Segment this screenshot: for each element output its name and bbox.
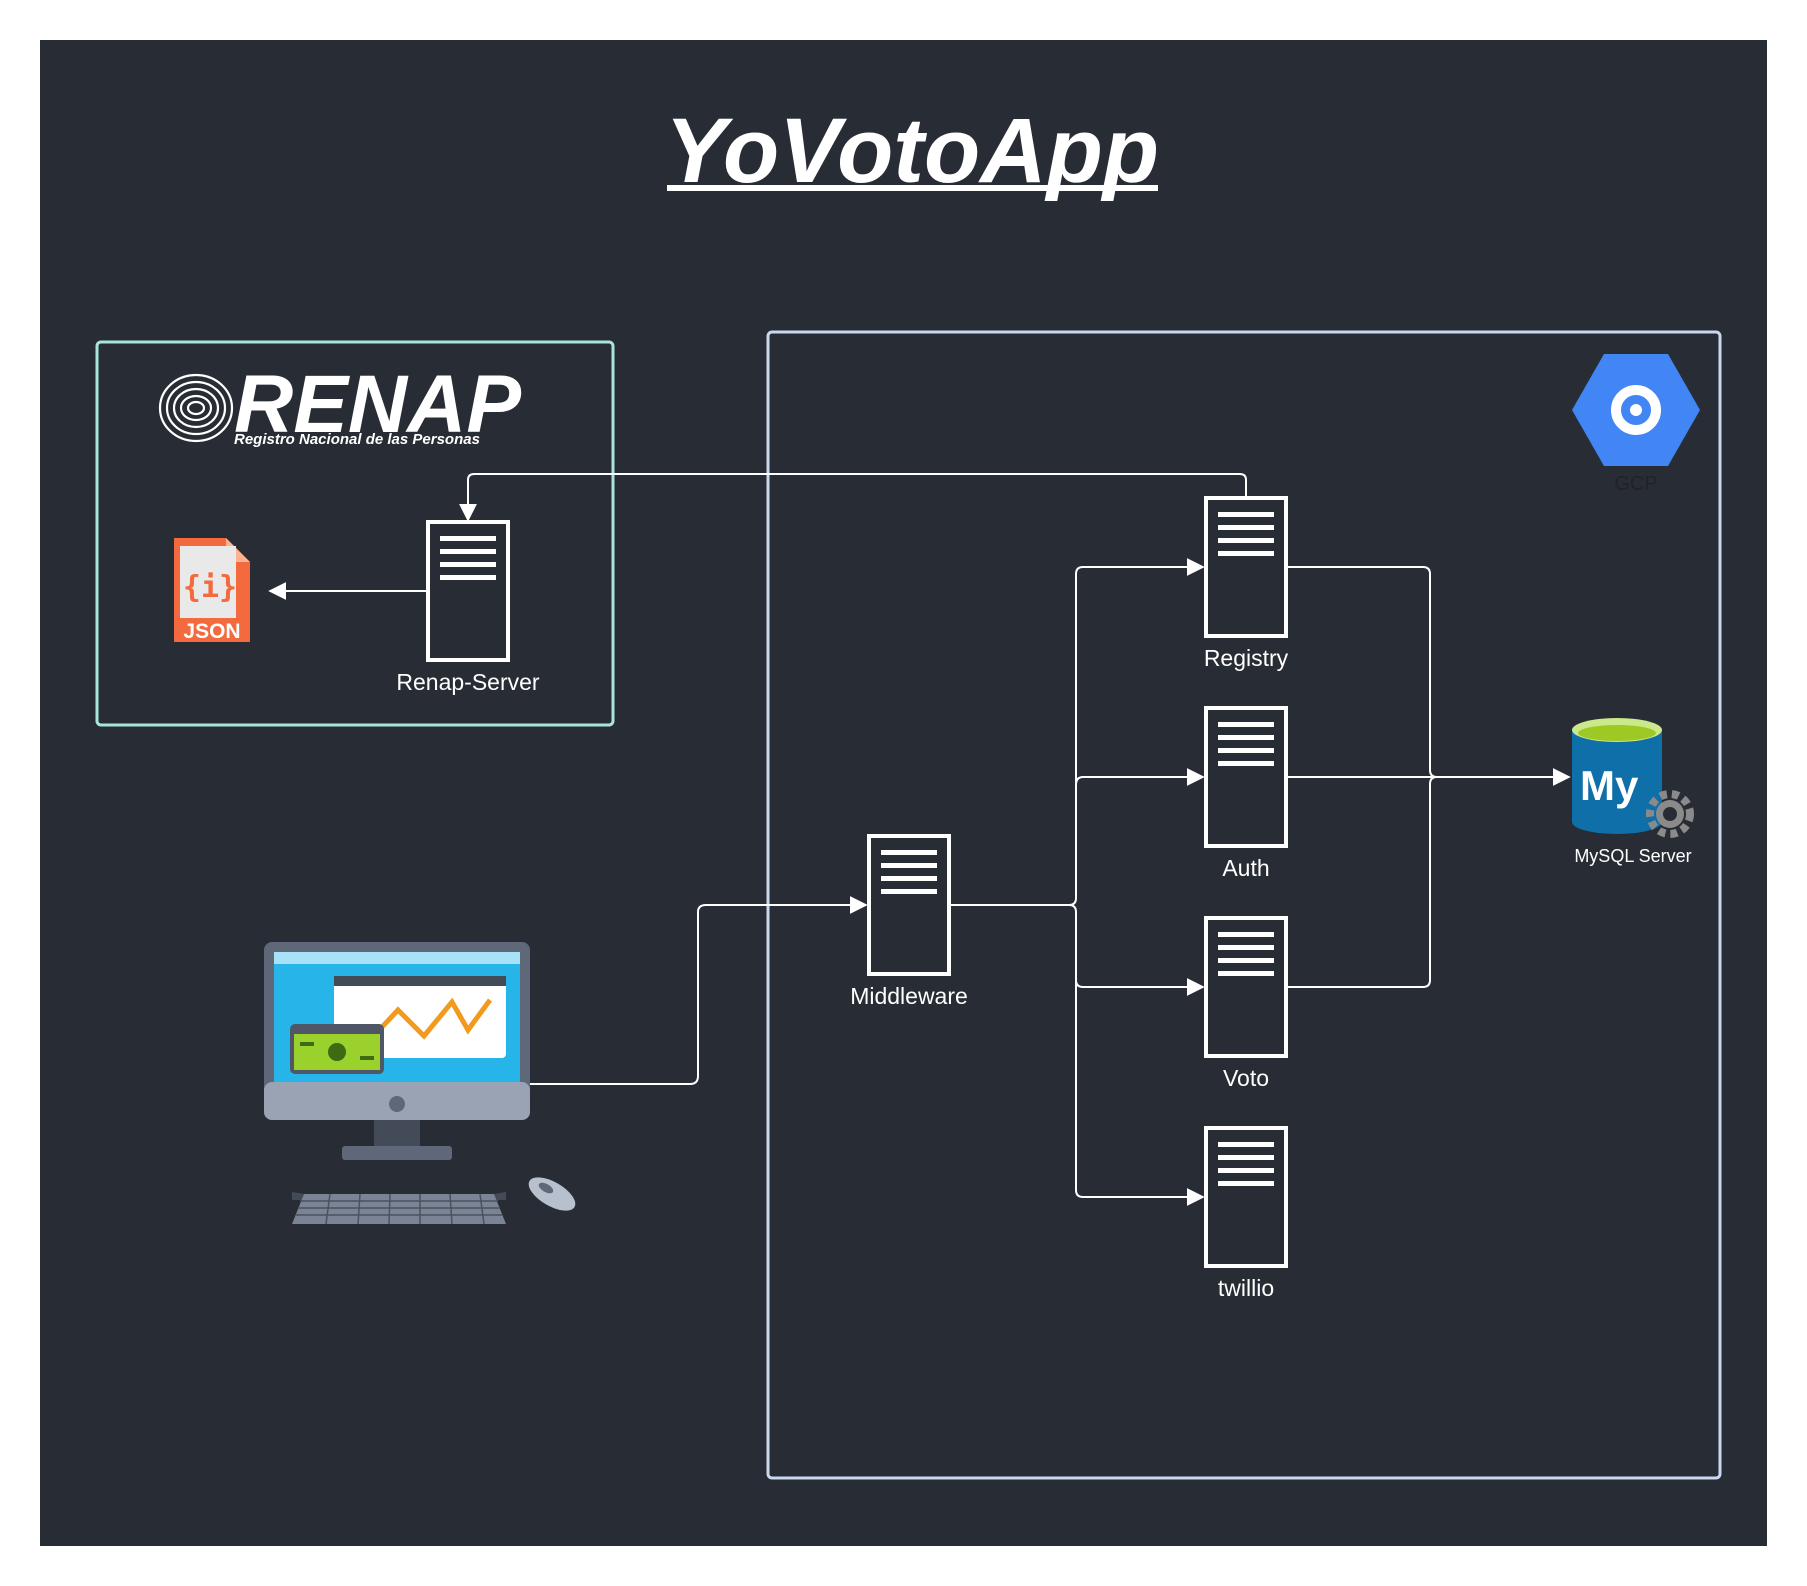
voto-label: Voto	[1223, 1065, 1269, 1091]
fingerprint-icon	[158, 373, 234, 443]
renap-logo-text: RENAP	[234, 359, 521, 450]
gcp-label: GCP	[1614, 473, 1657, 495]
mysql-server-label: MySQL Server	[1574, 846, 1691, 866]
renap-boundary	[95, 340, 615, 727]
renap-logo: RENAP Registro Nacional de las Personas	[158, 359, 521, 450]
registry-label: Registry	[1204, 645, 1289, 671]
connector-registry-to-renap-server	[459, 473, 1247, 522]
connector-middleware-to-auth	[1075, 768, 1205, 786]
json-label: JSON	[183, 620, 240, 643]
mysql-logo-text: My	[1580, 762, 1639, 809]
auth-label: Auth	[1222, 855, 1269, 881]
auth-server-icon	[1204, 706, 1288, 848]
connectors	[268, 473, 1571, 1206]
desktop-computer-icon	[264, 942, 576, 1225]
gear-icon	[1646, 790, 1694, 838]
voto-server-icon	[1204, 916, 1288, 1058]
title-underline	[667, 185, 1158, 191]
canvas-background	[40, 40, 1767, 1546]
keyboard-keys	[296, 1193, 502, 1225]
connector-middleware-to-twillio	[1075, 980, 1205, 1206]
middleware-label: Middleware	[850, 983, 968, 1009]
twillio-label: twillio	[1218, 1275, 1274, 1301]
twillio-server-icon	[1204, 1126, 1288, 1268]
connector-computer-to-middleware	[530, 896, 868, 1085]
registry-server-icon	[1204, 496, 1288, 638]
json-file-icon: {i} JSON	[174, 538, 250, 643]
gcp-icon: GCP	[1572, 354, 1700, 495]
renap-server-icon	[426, 520, 510, 662]
renap-logo-subtitle: Registro Nacional de las Personas	[234, 431, 480, 448]
middleware-server-icon	[867, 834, 951, 976]
mysql-database-icon: My	[1572, 718, 1694, 838]
mouse-icon	[528, 1177, 576, 1211]
renap-server-label: Renap-Server	[396, 669, 540, 695]
json-braces: {i}	[183, 570, 237, 605]
